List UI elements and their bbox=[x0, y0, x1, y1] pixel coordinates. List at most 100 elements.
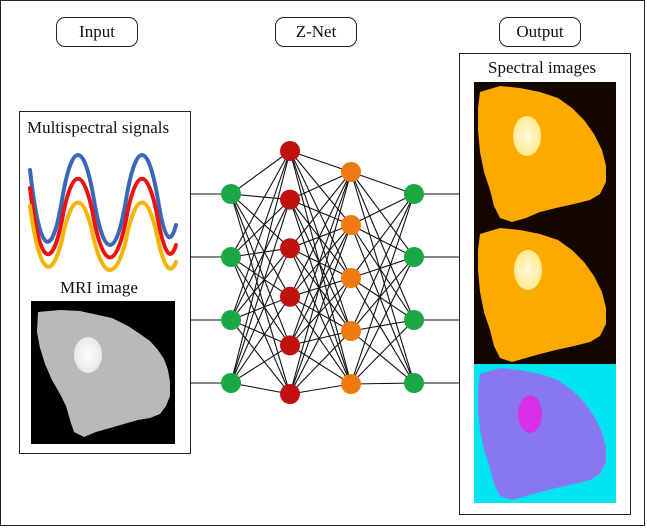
edge-hidden-1-1-to-hidden-2-4 bbox=[289, 199, 352, 385]
edge-hidden-1-3-to-hidden-2-0 bbox=[289, 171, 352, 298]
edge-hidden-2-3-to-output-1 bbox=[350, 256, 415, 332]
mri-image bbox=[31, 301, 175, 444]
edge-hidden-1-1-to-hidden-2-2 bbox=[289, 199, 352, 279]
edge-input-0-to-hidden-1-5 bbox=[230, 193, 291, 395]
edge-input-2-to-hidden-1-3 bbox=[230, 296, 291, 321]
network-edges bbox=[191, 150, 459, 395]
edge-hidden-1-0-to-hidden-2-3 bbox=[289, 150, 352, 332]
edge-input-3-to-hidden-1-5 bbox=[230, 382, 291, 395]
edge-hidden-1-0-to-hidden-2-4 bbox=[289, 150, 352, 385]
edge-input-0-to-hidden-1-3 bbox=[230, 193, 291, 298]
edge-hidden-1-3-to-hidden-2-2 bbox=[289, 277, 352, 298]
edge-hidden-2-4-to-output-3 bbox=[350, 382, 415, 385]
edge-hidden-1-2-to-hidden-2-0 bbox=[289, 171, 352, 249]
spectral-image-3 bbox=[474, 364, 616, 503]
output-header: Output bbox=[499, 17, 581, 47]
edge-hidden-1-2-to-hidden-2-4 bbox=[289, 247, 352, 385]
edge-hidden-1-3-to-hidden-2-1 bbox=[289, 224, 352, 298]
input-header: Input bbox=[56, 17, 138, 47]
edge-input-3-to-hidden-1-4 bbox=[230, 344, 291, 384]
node-output-0 bbox=[404, 184, 424, 204]
node-hidden-1-3 bbox=[280, 286, 300, 307]
edge-hidden-1-4-to-hidden-2-2 bbox=[289, 277, 352, 346]
edge-input-2-to-hidden-1-1 bbox=[230, 199, 291, 321]
edge-input-2-to-hidden-1-2 bbox=[230, 247, 291, 321]
edge-hidden-2-1-to-output-0 bbox=[350, 193, 415, 226]
node-output-2 bbox=[404, 310, 424, 330]
edge-hidden-1-5-to-hidden-2-4 bbox=[289, 383, 352, 395]
edge-input-0-to-hidden-1-4 bbox=[230, 193, 291, 346]
edge-input-0-to-hidden-1-2 bbox=[230, 193, 291, 249]
edge-hidden-1-4-to-hidden-2-4 bbox=[289, 344, 352, 385]
edge-hidden-1-2-to-hidden-2-3 bbox=[289, 247, 352, 332]
edge-hidden-2-2-to-output-0 bbox=[350, 193, 415, 279]
edge-hidden-1-4-to-hidden-2-3 bbox=[289, 330, 352, 346]
mri-title: MRI image bbox=[60, 278, 138, 297]
spectral-image-1 bbox=[474, 82, 616, 224]
edge-input-2-to-hidden-1-5 bbox=[230, 319, 291, 395]
multispectral-signals-plot bbox=[28, 153, 178, 272]
edge-hidden-1-1-to-hidden-2-0 bbox=[289, 171, 352, 201]
edge-input-3-to-hidden-1-2 bbox=[230, 247, 291, 384]
edge-hidden-1-4-to-hidden-2-1 bbox=[289, 224, 352, 346]
edge-hidden-2-2-to-output-1 bbox=[350, 256, 415, 279]
edge-hidden-2-2-to-output-3 bbox=[350, 277, 415, 384]
edge-hidden-1-5-to-hidden-2-3 bbox=[289, 330, 352, 395]
edge-input-2-to-hidden-1-4 bbox=[230, 319, 291, 346]
edge-hidden-1-5-to-hidden-2-2 bbox=[289, 277, 352, 395]
edge-hidden-2-0-to-output-1 bbox=[350, 171, 415, 258]
node-hidden-1-0 bbox=[280, 141, 300, 161]
edge-hidden-1-1-to-hidden-2-1 bbox=[289, 199, 352, 226]
node-output-1 bbox=[404, 247, 424, 267]
signal-wave-blue bbox=[28, 153, 178, 247]
node-input-2 bbox=[221, 310, 241, 330]
edge-hidden-2-4-to-output-1 bbox=[350, 256, 415, 385]
node-input-3 bbox=[221, 373, 241, 393]
edge-hidden-2-1-to-output-1 bbox=[350, 224, 415, 258]
edge-input-3-to-hidden-1-1 bbox=[230, 199, 291, 384]
signal-wave-yellow bbox=[28, 200, 178, 272]
edge-input-3-to-hidden-1-0 bbox=[230, 150, 291, 384]
node-output-3 bbox=[404, 373, 424, 393]
edge-input-1-to-hidden-1-1 bbox=[230, 199, 291, 258]
edge-hidden-1-3-to-hidden-2-4 bbox=[289, 296, 352, 385]
edge-hidden-1-0-to-hidden-2-1 bbox=[289, 150, 352, 226]
znet-header: Z-Net bbox=[275, 17, 357, 47]
edge-hidden-2-2-to-output-2 bbox=[350, 277, 415, 321]
edge-hidden-2-1-to-output-3 bbox=[350, 224, 415, 384]
edge-hidden-1-5-to-hidden-2-1 bbox=[289, 224, 352, 395]
edge-input-1-to-hidden-1-0 bbox=[230, 150, 291, 258]
node-hidden-1-1 bbox=[280, 189, 300, 210]
edge-hidden-1-1-to-hidden-2-3 bbox=[289, 199, 352, 332]
node-hidden-2-4 bbox=[341, 374, 361, 394]
edge-hidden-2-4-to-output-0 bbox=[350, 193, 415, 385]
edge-hidden-2-4-to-output-2 bbox=[350, 319, 415, 385]
node-hidden-2-2 bbox=[341, 268, 361, 288]
edge-hidden-2-0-to-output-0 bbox=[350, 171, 415, 195]
edge-hidden-2-3-to-output-2 bbox=[350, 319, 415, 332]
edge-hidden-1-4-to-hidden-2-0 bbox=[289, 171, 352, 346]
edge-hidden-2-3-to-output-3 bbox=[350, 330, 415, 384]
node-hidden-2-3 bbox=[341, 321, 361, 341]
edge-hidden-2-0-to-output-2 bbox=[350, 171, 415, 321]
node-hidden-2-1 bbox=[341, 215, 361, 235]
spectral-images-title: Spectral images bbox=[488, 58, 597, 77]
spectral-image-2 bbox=[474, 224, 616, 364]
edge-hidden-1-5-to-hidden-2-0 bbox=[289, 171, 352, 395]
edge-hidden-1-2-to-hidden-2-2 bbox=[289, 247, 352, 279]
network-nodes bbox=[221, 141, 424, 404]
node-hidden-1-4 bbox=[280, 335, 300, 356]
edge-input-1-to-hidden-1-4 bbox=[230, 256, 291, 346]
edge-hidden-2-3-to-output-0 bbox=[350, 193, 415, 332]
node-hidden-1-2 bbox=[280, 238, 300, 259]
signals-title: Multispectral signals bbox=[27, 118, 170, 137]
edge-hidden-2-1-to-output-2 bbox=[350, 224, 415, 321]
signal-wave-red bbox=[28, 176, 178, 260]
edge-hidden-1-0-to-hidden-2-2 bbox=[289, 150, 352, 279]
edge-input-2-to-hidden-1-0 bbox=[230, 150, 291, 321]
edge-hidden-1-2-to-hidden-2-1 bbox=[289, 224, 352, 249]
node-hidden-2-0 bbox=[341, 162, 361, 182]
edge-hidden-1-0-to-hidden-2-0 bbox=[289, 150, 352, 173]
